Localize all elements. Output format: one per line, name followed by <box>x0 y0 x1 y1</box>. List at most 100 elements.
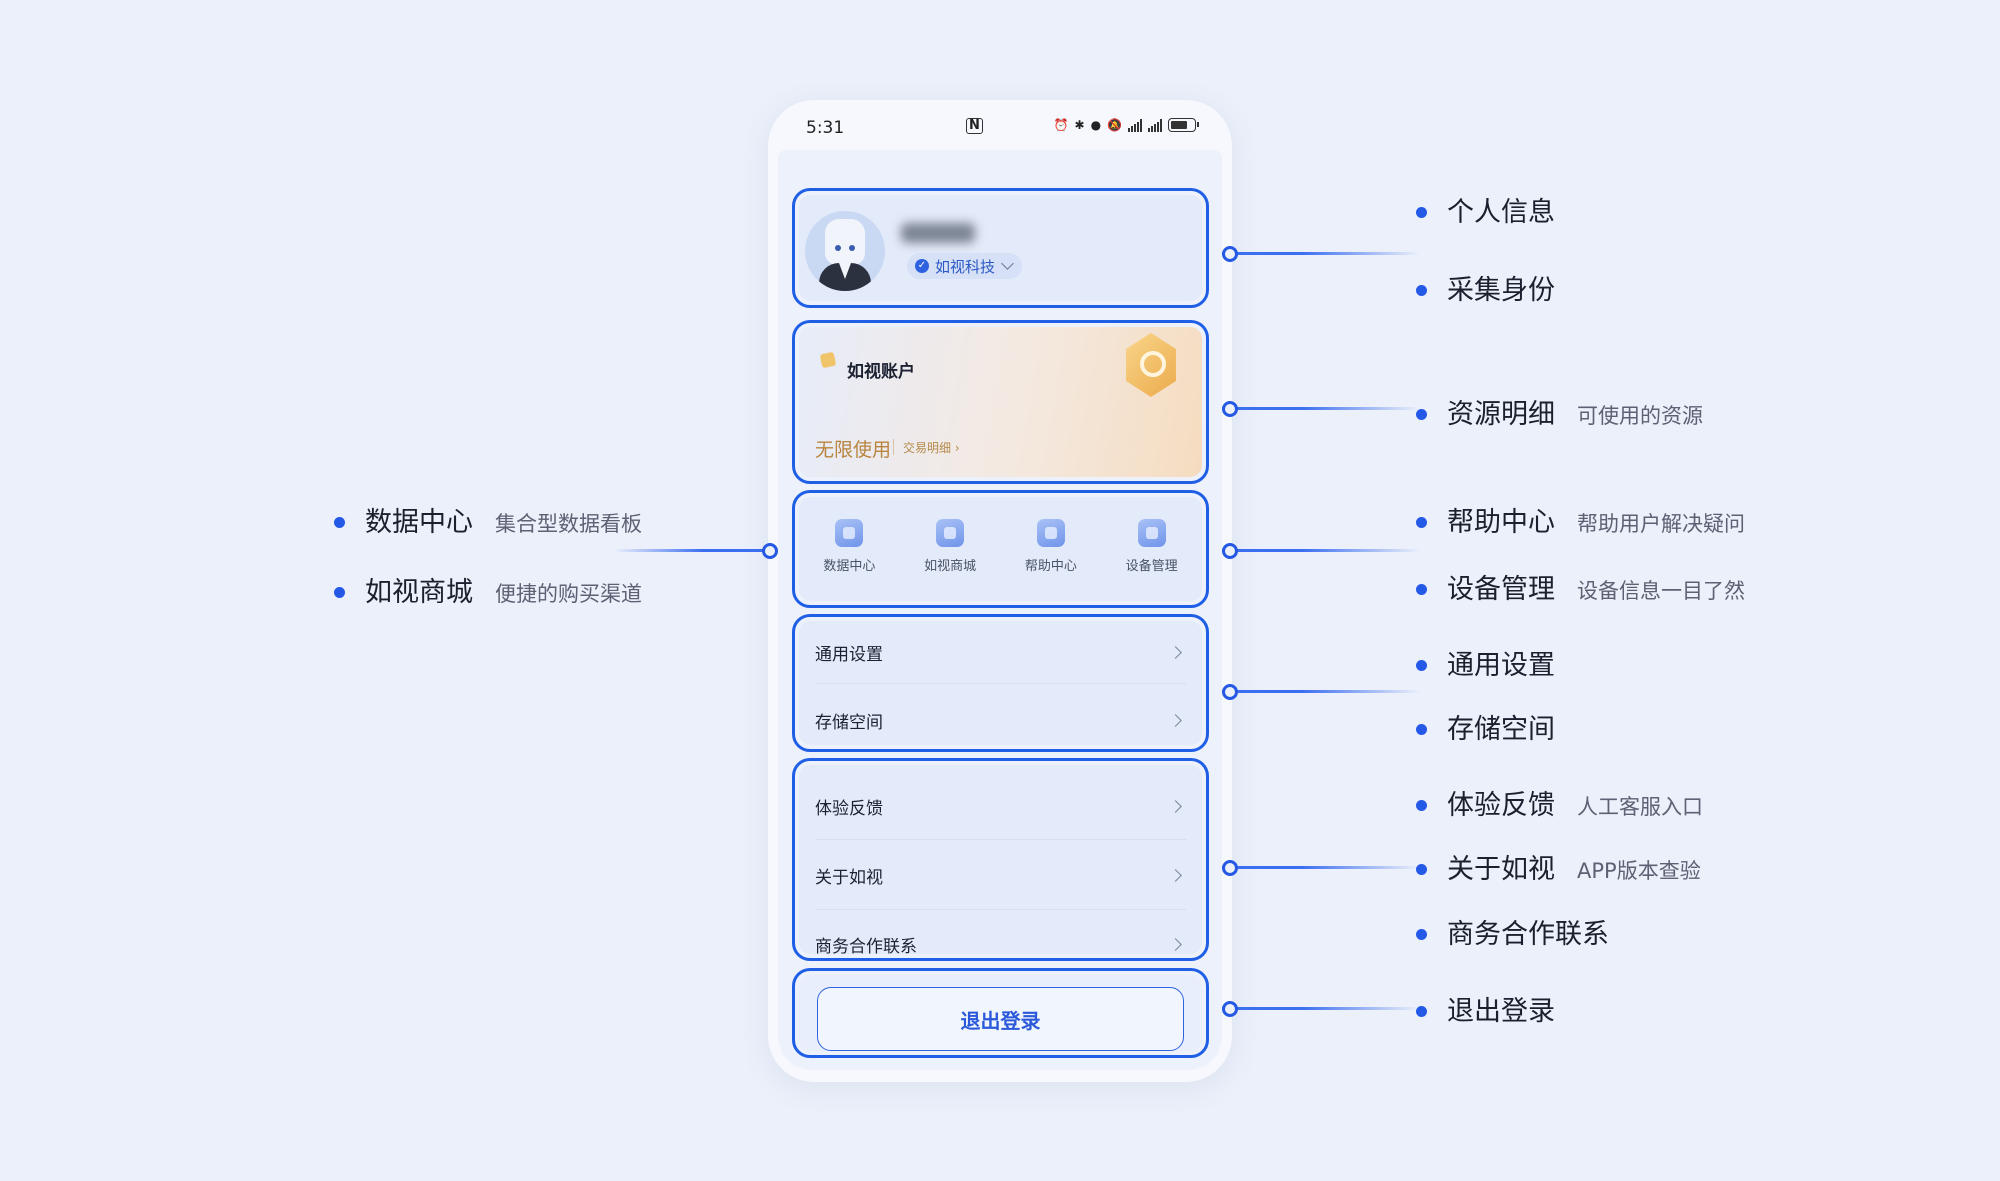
signal-icon-2 <box>1148 118 1162 132</box>
annotation-general-settings: 通用设置 <box>1416 643 1555 682</box>
app-label: 帮助中心 <box>1024 559 1077 574</box>
annotation-title: 采集身份 <box>1447 275 1555 306</box>
signal-icon <box>1128 118 1142 132</box>
balance-text: 无限使用 <box>815 439 892 461</box>
list-item-storage[interactable]: 存储空间 <box>799 693 1202 745</box>
chevron-right-icon <box>1169 713 1182 727</box>
connector-ring <box>1222 401 1238 417</box>
bullet-icon <box>1416 285 1427 296</box>
coin-logo-icon <box>1140 351 1166 377</box>
annotation-about: 关于如视 APP版本查验 <box>1416 847 1701 886</box>
logout-button[interactable]: 退出登录 <box>817 987 1184 1051</box>
account-title: 如视账户 <box>847 362 915 382</box>
app-label: 数据中心 <box>823 559 876 574</box>
connector-ring <box>1222 684 1238 700</box>
annotation-title: 数据中心 <box>365 507 473 538</box>
annotation-title: 关于如视 <box>1447 854 1555 885</box>
connector-line <box>1222 1007 1420 1010</box>
connector-line <box>1222 252 1420 255</box>
divider <box>893 439 894 455</box>
connector-line <box>614 549 764 552</box>
annotation-subtitle: 帮助用户解决疑问 <box>1577 512 1745 536</box>
annotation-title: 帮助中心 <box>1447 507 1555 538</box>
annotation-business-contact: 商务合作联系 <box>1416 912 1609 951</box>
status-time: 5:31 <box>806 118 845 138</box>
connector-ring <box>1222 860 1238 876</box>
org-name: 如视科技 <box>935 257 996 276</box>
data-center-icon <box>835 519 864 547</box>
bullet-icon <box>1416 864 1427 875</box>
list-item-label: 通用设置 <box>815 644 883 665</box>
app-shop[interactable]: 如视商城 <box>915 519 985 574</box>
annotation-title: 个人信息 <box>1447 197 1555 228</box>
list-item-label: 体验反馈 <box>815 798 883 819</box>
annotation-device-management: 设备管理 设备信息一目了然 <box>1416 567 1745 606</box>
annotation-feedback: 体验反馈 人工客服入口 <box>1416 783 1703 822</box>
user-name-blurred <box>901 223 975 243</box>
connector-line <box>1222 866 1420 869</box>
app-help-center[interactable]: 帮助中心 <box>1016 519 1086 574</box>
annotation-resources: 资源明细 可使用的资源 <box>1416 392 1703 431</box>
bullet-icon <box>1416 207 1427 218</box>
bullet-icon <box>1416 1006 1427 1017</box>
help-center-icon <box>1036 519 1065 547</box>
list-item-about[interactable]: 关于如视 <box>799 848 1202 902</box>
annotation-identity: 采集身份 <box>1416 268 1555 307</box>
app-device-management[interactable]: 设备管理 <box>1117 519 1187 574</box>
list-item-feedback[interactable]: 体验反馈 <box>799 779 1202 833</box>
apps-card: 数据中心 如视商城 帮助中心 设备管理 <box>799 497 1202 601</box>
connector-ring <box>1222 543 1238 559</box>
org-selector[interactable]: ✓ 如视科技 <box>907 253 1023 279</box>
mute-icon: 🔕 <box>1107 118 1122 132</box>
app-data-center[interactable]: 数据中心 <box>814 519 884 574</box>
battery-icon <box>1168 118 1199 132</box>
list-item-general-settings[interactable]: 通用设置 <box>799 625 1202 679</box>
annotation-shop: 如视商城 便捷的购买渠道 <box>334 570 642 609</box>
profile-card[interactable]: ✓ 如视科技 <box>799 195 1202 301</box>
annotation-subtitle: 集合型数据看板 <box>495 512 642 536</box>
connector-ring <box>1222 246 1238 262</box>
divider <box>815 909 1186 910</box>
location-icon: ● <box>1090 118 1102 132</box>
avatar[interactable] <box>805 211 885 291</box>
transactions-link[interactable]: 交易明细 › <box>903 441 960 455</box>
annotation-title: 通用设置 <box>1447 650 1555 681</box>
list-item-label: 商务合作联系 <box>815 936 917 955</box>
annotation-title: 资源明细 <box>1447 399 1555 430</box>
connector-ring <box>1222 1001 1238 1017</box>
annotation-subtitle: APP版本查验 <box>1577 859 1701 883</box>
misc-section: 体验反馈 关于如视 商务合作联系 <box>792 758 1209 961</box>
wallet-icon <box>819 351 837 369</box>
bullet-icon <box>334 517 345 528</box>
annotation-profile-info: 个人信息 <box>1416 190 1555 229</box>
list-item-business-contact[interactable]: 商务合作联系 <box>799 917 1202 954</box>
bluetooth-icon: ✱ <box>1074 118 1085 132</box>
chevron-right-icon <box>1169 937 1182 951</box>
chevron-down-icon <box>1001 257 1014 270</box>
annotation-title: 设备管理 <box>1447 574 1555 605</box>
settings-section: 通用设置 存储空间 <box>792 614 1209 752</box>
annotation-logout: 退出登录 <box>1416 989 1555 1028</box>
device-icon <box>1137 519 1166 547</box>
annotation-subtitle: 便捷的购买渠道 <box>495 582 642 606</box>
verified-icon: ✓ <box>915 259 929 273</box>
divider <box>815 683 1186 684</box>
bullet-icon <box>334 587 345 598</box>
apps-section: 数据中心 如视商城 帮助中心 设备管理 <box>792 490 1209 608</box>
annotation-title: 商务合作联系 <box>1447 919 1609 950</box>
account-card[interactable]: 如视账户 无限使用 交易明细 › <box>799 327 1202 477</box>
alarm-icon: ⏰ <box>1053 118 1069 132</box>
annotation-storage: 存储空间 <box>1416 707 1555 746</box>
bullet-icon <box>1416 800 1427 811</box>
list-item-label: 存储空间 <box>815 712 883 733</box>
annotation-data-center: 数据中心 集合型数据看板 <box>334 500 642 539</box>
account-section: 如视账户 无限使用 交易明细 › <box>792 320 1209 484</box>
bullet-icon <box>1416 409 1427 420</box>
misc-card: 体验反馈 关于如视 商务合作联系 <box>799 765 1202 954</box>
divider <box>815 839 1186 840</box>
status-icons: ⏰ ✱ ● 🔕 <box>1053 118 1199 132</box>
chevron-right-icon <box>1169 645 1182 659</box>
annotation-subtitle: 可使用的资源 <box>1577 404 1703 428</box>
connector-line <box>1222 549 1420 552</box>
nfc-icon: N <box>966 118 983 134</box>
